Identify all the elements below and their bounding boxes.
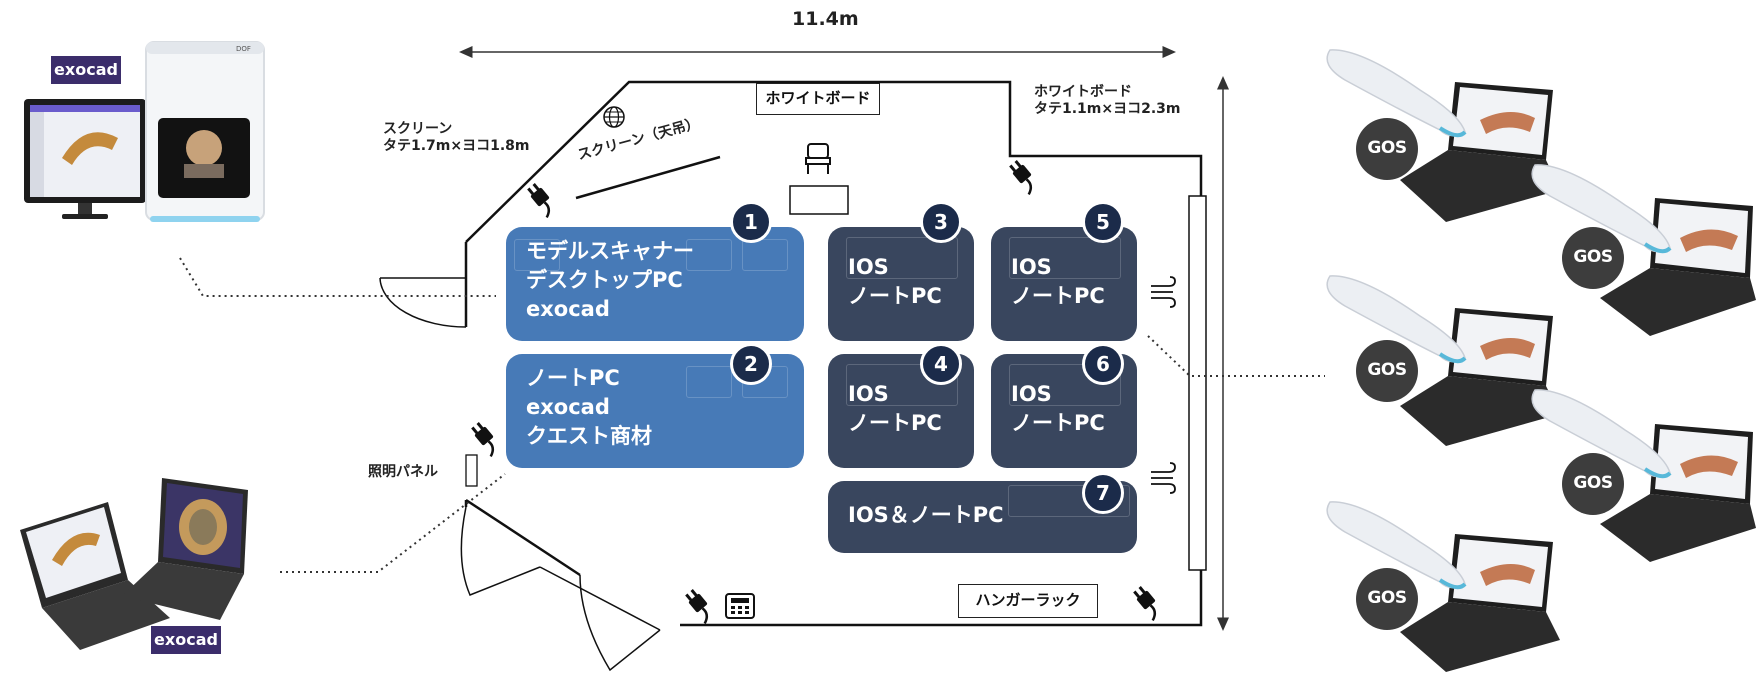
ios-laptop-illustration-4 — [1531, 389, 1756, 562]
zone-4-line1: IOS — [848, 382, 889, 406]
desktop-monitor-illustration — [24, 99, 146, 219]
whiteboard-right-label: ホワイトボード タテ1.1m×ヨコ2.3m — [1034, 84, 1181, 118]
bottom-door-leaf — [539, 566, 661, 631]
ios-laptop-illustration-3 — [1326, 275, 1560, 446]
room-wall-bottom-left — [465, 498, 581, 577]
plug-icon — [471, 422, 495, 458]
svg-text:DOF: DOF — [236, 45, 251, 53]
whiteboard-right-line2: タテ1.1m×ヨコ2.3m — [1034, 101, 1181, 117]
screen-left-line2: タテ1.7m×ヨコ1.8m — [383, 138, 530, 154]
ios-laptop-illustration-5 — [1326, 501, 1560, 672]
screen-left-line1: スクリーン — [383, 121, 453, 137]
zone-4-line2: ノートPC — [848, 411, 942, 435]
bottom-door-swing-1 — [460, 506, 541, 596]
ios-laptop-illustration-1 — [1326, 49, 1560, 222]
globe-icon — [603, 106, 625, 128]
zone-6-line1: IOS — [1011, 382, 1052, 406]
zone-2-line1: ノートPC — [526, 366, 620, 390]
control-panel-icon — [725, 593, 755, 619]
room-wall — [465, 80, 1203, 627]
whiteboard-right-wall — [1188, 195, 1207, 571]
air-vent-icon — [1151, 276, 1176, 308]
whiteboard-right-line1: ホワイトボード — [1034, 84, 1132, 100]
zone-5-line2: ノートPC — [1011, 284, 1105, 308]
gos-logo-badge: GOS — [1562, 227, 1624, 289]
gos-logo-badge: GOS — [1356, 340, 1418, 402]
zone-6: IOS ノートPC — [991, 354, 1137, 468]
zone-6-line2: ノートPC — [1011, 411, 1105, 435]
zone-2-line3: クエスト商材 — [526, 424, 652, 448]
leader-line-ios — [1147, 335, 1325, 377]
zone-1-line1: モデルスキャナー — [526, 239, 694, 263]
bottom-door-swing-2 — [579, 574, 661, 672]
leader-line-zone1 — [179, 257, 496, 297]
gos-logo-badge: GOS — [1356, 568, 1418, 630]
gos-logo-badge: GOS — [1562, 453, 1624, 515]
zone-5-number-badge: 5 — [1082, 201, 1124, 243]
exocad-tag-bottom: exocad — [151, 626, 221, 654]
model-scanner-illustration: DOF — [145, 41, 265, 222]
zone-1-line2: デスクトップPC — [526, 268, 683, 292]
plug-icon — [1009, 160, 1033, 196]
screen-left-label: スクリーン タテ1.7m×ヨコ1.8m — [383, 121, 530, 155]
exocad-tag-top: exocad — [51, 56, 121, 84]
zone-2-line2: exocad — [526, 395, 610, 419]
zone-1-number-badge: 1 — [730, 201, 772, 243]
plug-icon — [1133, 586, 1157, 622]
laptop-illustration-left — [20, 502, 170, 650]
lectern — [789, 185, 849, 215]
ceiling-screen-line — [575, 155, 721, 200]
zone-1: モデルスキャナー デスクトップPC exocad — [506, 227, 804, 341]
whiteboard-top-label: ホワイトボード — [756, 83, 880, 115]
zone-3: IOS ノートPC — [828, 227, 974, 341]
left-door-swing — [379, 277, 467, 328]
zone-3-line1: IOS — [848, 255, 889, 279]
lighting-panel-label: 照明パネル — [368, 464, 438, 480]
zone-6-number-badge: 6 — [1082, 343, 1124, 385]
zone-7-line1: IOS＆ノートPC — [848, 503, 1004, 527]
zone-2-number-badge: 2 — [730, 343, 772, 385]
lighting-panel-box — [465, 454, 478, 487]
ios-laptop-illustration-2 — [1531, 164, 1756, 336]
laptop-illustration-right — [122, 478, 248, 620]
zone-5-line1: IOS — [1011, 255, 1052, 279]
leader-line-zone2 — [280, 473, 506, 573]
gos-logo-badge: GOS — [1356, 118, 1418, 180]
zone-5: IOS ノートPC — [991, 227, 1137, 341]
zone-3-number-badge: 3 — [920, 201, 962, 243]
chair-icon — [805, 143, 831, 174]
air-vent-icon — [1151, 462, 1176, 494]
plug-icon — [527, 183, 551, 219]
zone-1-line3: exocad — [526, 297, 610, 321]
zone-3-line2: ノートPC — [848, 284, 942, 308]
plug-icon — [685, 589, 709, 625]
width-dimension-label: 11.4m — [792, 8, 859, 30]
zone-7-number-badge: 7 — [1082, 472, 1124, 514]
zone-4-number-badge: 4 — [920, 343, 962, 385]
hanger-rack-label: ハンガーラック — [958, 584, 1098, 618]
